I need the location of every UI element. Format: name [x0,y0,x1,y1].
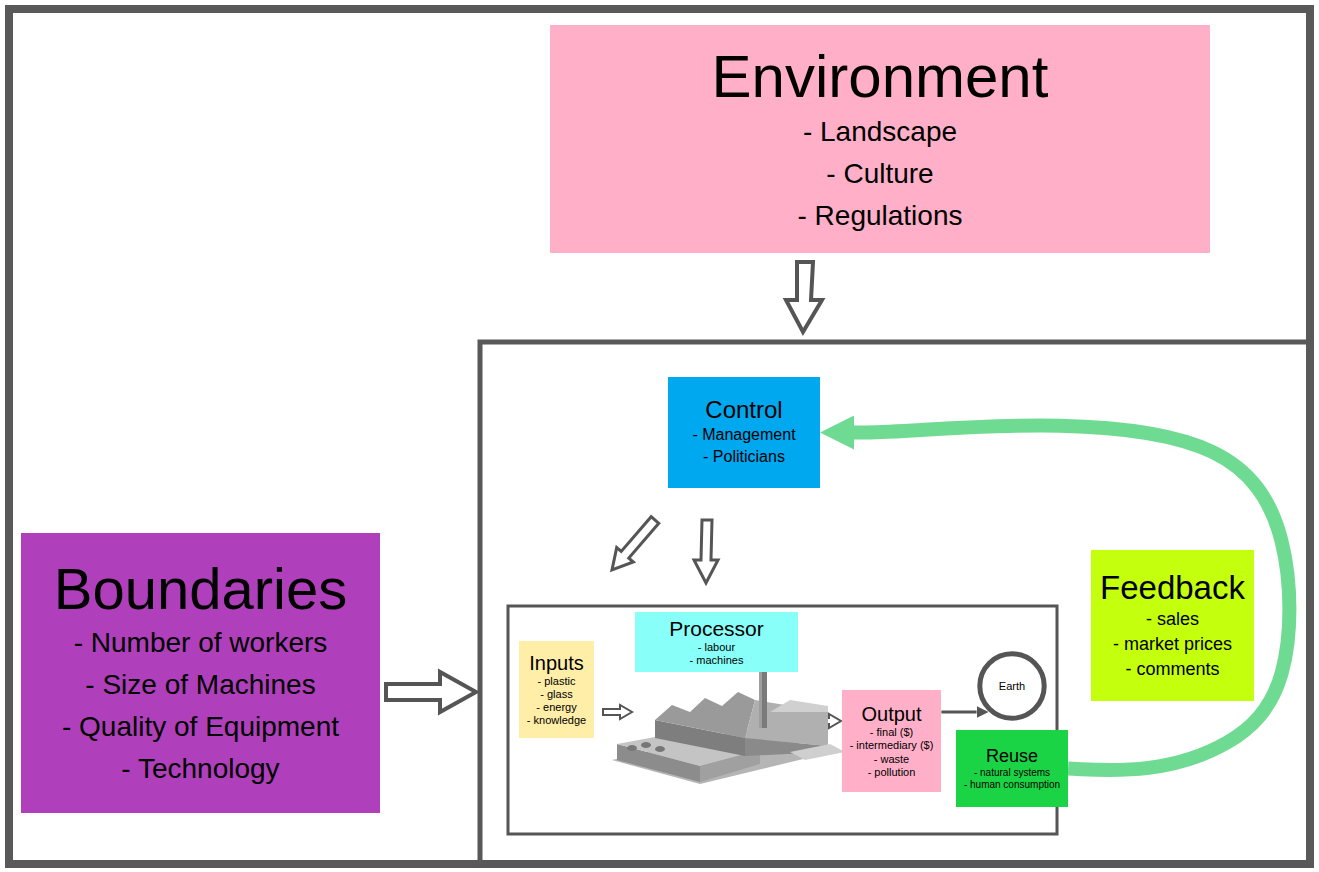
node-item: - intermediary ($) [850,739,934,752]
reuse-box: Reuse- natural systems- human consumptio… [956,730,1068,807]
node-title: Inputs [529,652,583,675]
node-item: - comments [1125,657,1219,682]
node-item: - human consumption [964,779,1060,791]
node-title: Feedback [1100,569,1245,607]
control-arrow [694,520,718,583]
earth-outline [980,654,1044,718]
node-item: - plastic [538,675,576,688]
node-title: Control [705,396,782,424]
feedback-arrow [854,426,1289,770]
node-title: Boundaries [54,556,347,623]
boundaries-arrow [386,672,476,712]
block-arrows [386,262,841,728]
node-item: - natural systems [974,767,1050,779]
node-item: - labour [698,641,735,654]
node-title: Earth [999,680,1025,693]
node-item: - sales [1146,607,1199,632]
node-item: - waste [874,753,909,766]
node-item: - Number of workers [74,622,328,664]
node-item: - Landscape [803,111,957,153]
environment-arrow [786,262,822,332]
node-item: - energy [536,701,576,714]
node-item: - Regulations [798,195,963,237]
node-item: - final ($) [870,726,913,739]
node-item: - Size of Machines [85,664,315,706]
boundaries-box: Boundaries- Number of workers- Size of M… [21,533,380,813]
control-box: Control- Management- Politicians [668,377,820,488]
output-box: Output- final ($)- intermediary ($)- was… [842,690,942,792]
node-item: - knowledge [527,714,586,727]
flow-arrow [941,711,976,714]
earth-circle: Earth [977,651,1047,721]
inputs-box: Inputs- plastic- glass- energy- knowledg… [519,641,594,738]
node-item: - Management [692,424,795,446]
feedback-box: Feedback- sales- market prices- comments [1091,550,1254,701]
node-title: Output [861,703,921,726]
node-title: Processor [669,617,764,641]
node-item: - glass [540,688,572,701]
node-item: - machines [690,654,744,667]
input-arrow [603,705,632,719]
system-frame [480,342,1310,863]
environment-box: Environment- Landscape- Culture- Regulat… [550,25,1210,253]
node-item: - market prices [1113,632,1232,657]
control-arrow [612,517,659,570]
node-item: - Politicians [703,446,785,468]
node-item: - Technology [121,748,279,790]
node-item: - Culture [826,153,933,195]
node-title: Reuse [986,746,1038,767]
outer-frame [9,9,1310,864]
node-item: - pollution [868,766,916,779]
processor-box: Processor- labour- machines [635,612,798,672]
node-title: Environment [712,42,1049,111]
node-item: - Quality of Equipment [62,706,339,748]
